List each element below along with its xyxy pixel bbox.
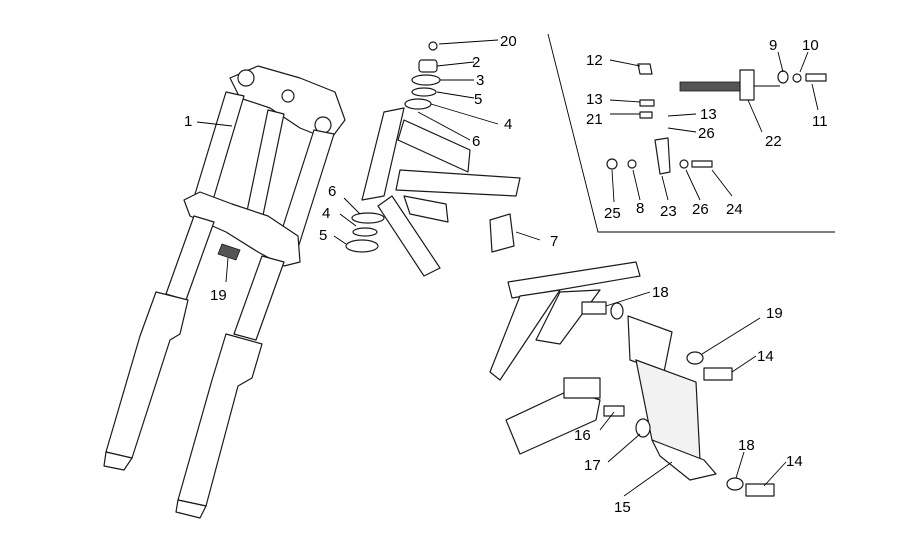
frame-front: [345, 107, 521, 277]
fork-spacer: [217, 243, 241, 261]
rear-shock: [581, 301, 775, 497]
callout-25: 25: [604, 205, 621, 222]
frame-top-rail: [397, 119, 471, 173]
damper-washer-8: [627, 159, 637, 169]
callout-18b: 18: [738, 437, 755, 454]
stem-washer: [411, 74, 441, 86]
bearing-race: [411, 87, 437, 97]
subframe-rail: [507, 261, 641, 299]
clamp-bolt: [281, 89, 295, 103]
shock-bolt-16: [603, 405, 625, 417]
frame-mount-plate: [489, 213, 515, 253]
callout-5a: 5: [474, 91, 482, 108]
damper-washer: [777, 70, 789, 84]
callout-13a: 13: [586, 91, 603, 108]
upper-spacer: [610, 302, 624, 320]
callout-4a: 4: [504, 116, 512, 133]
callout-6a: 6: [472, 133, 480, 150]
damper-nut-small: [792, 73, 802, 83]
callout-24: 24: [726, 201, 743, 218]
callout-23: 23: [660, 203, 677, 220]
damper-washer-26: [679, 159, 689, 169]
damper-nut-25: [606, 158, 618, 170]
shock-bolt-14b: [745, 483, 775, 497]
callout-labels: 1 2 3 4 4 5 5 6 6 7 9 10 11 12 13 13 14 …: [184, 33, 828, 516]
damper-pin: [639, 99, 655, 107]
lower-race: [352, 227, 378, 237]
damper-bolt: [805, 73, 827, 82]
callout-3: 3: [476, 72, 484, 89]
rear-subframe: [489, 261, 641, 381]
callout-1: 1: [184, 113, 192, 130]
frame-down-tube: [377, 195, 441, 277]
shock-washer-19: [686, 351, 704, 365]
frame-cross-rail: [395, 169, 521, 197]
damper-nut: [637, 63, 653, 75]
frame-head-tube: [361, 107, 405, 201]
callout-10: 10: [802, 37, 819, 54]
swingarm-arm: [505, 389, 601, 455]
steering-damper: [606, 63, 827, 175]
callout-8: 8: [636, 200, 644, 217]
callout-20: 20: [500, 33, 517, 50]
shock-bolt-14: [703, 367, 733, 381]
left-axle-foot: [103, 451, 133, 471]
subframe-strut: [489, 289, 561, 381]
right-fork-slider: [177, 333, 263, 507]
shock-upper-bolt: [581, 301, 607, 315]
callout-5b: 5: [319, 227, 327, 244]
damper-bolt-24: [691, 160, 713, 168]
callout-16: 16: [574, 427, 591, 444]
callout-18a: 18: [652, 284, 669, 301]
frame-bracket: [403, 195, 449, 223]
callout-9: 9: [769, 37, 777, 54]
left-fork-tube: [165, 215, 215, 301]
stem-cap: [418, 59, 438, 73]
damper-bracket: [654, 137, 671, 175]
callout-14b: 14: [786, 453, 803, 470]
bearing: [404, 98, 432, 110]
damper-pin: [639, 111, 653, 119]
swingarm: [505, 377, 601, 455]
callout-22: 22: [765, 133, 782, 150]
front-fork: [103, 65, 346, 519]
shock-lower-eye: [651, 439, 717, 481]
callout-21: 21: [586, 111, 603, 128]
callout-19a: 19: [210, 287, 227, 304]
callout-15: 15: [614, 499, 631, 516]
swingarm-pivot: [563, 377, 601, 399]
damper-body: [679, 81, 741, 92]
damper-clamp: [739, 69, 755, 101]
callout-6b: 6: [328, 183, 336, 200]
callout-13b: 13: [700, 106, 717, 123]
lower-triple-clamp: [183, 191, 301, 267]
callout-14a: 14: [757, 348, 774, 365]
callout-4b: 4: [322, 205, 330, 222]
stem-nut: [428, 41, 438, 51]
lower-seal: [345, 239, 379, 253]
shock-washer-18: [726, 477, 744, 491]
callout-12: 12: [586, 52, 603, 69]
callout-19b: 19: [766, 305, 783, 322]
callout-26a: 26: [698, 125, 715, 142]
callout-11: 11: [812, 113, 828, 130]
right-axle-foot: [175, 499, 207, 519]
shock-spring: [635, 359, 701, 461]
clamp-bolt: [237, 69, 255, 87]
callout-2: 2: [472, 54, 480, 71]
steering-head-stack: [404, 41, 441, 110]
left-fork-slider: [105, 291, 189, 459]
shock-spacer-17: [635, 418, 651, 438]
lower-bearing: [351, 212, 385, 224]
callout-7: 7: [550, 233, 558, 250]
right-fork-tube: [233, 255, 285, 341]
callout-26b: 26: [692, 201, 709, 218]
steering-stem: [245, 109, 285, 221]
leader-lines: [196, 39, 819, 497]
shock-reservoir: [627, 315, 673, 373]
callout-17: 17: [584, 457, 601, 474]
inset-divider: [547, 33, 835, 233]
